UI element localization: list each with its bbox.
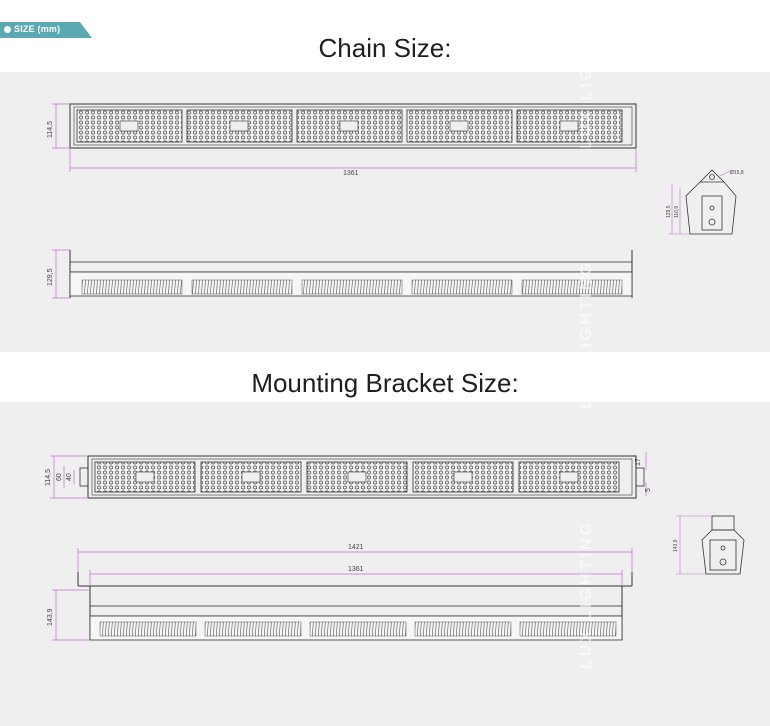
chain-size-title: Chain Size: xyxy=(318,33,452,63)
bracket-end-dimensions xyxy=(676,515,712,575)
bracket-module-5 xyxy=(518,461,620,493)
bracket-top-view xyxy=(79,455,645,499)
bracket-inner-length-label: 1361 xyxy=(348,566,364,573)
chain-module-2 xyxy=(186,109,293,143)
bracket-side-dimensions xyxy=(52,548,633,641)
chain-length-label: 1361 xyxy=(343,170,359,177)
bracket-size-title: Mounting Bracket Size: xyxy=(251,368,519,398)
chain-module-5 xyxy=(516,109,623,143)
bracket-inner-40-label: 40 xyxy=(66,473,73,481)
bracket-module-2 xyxy=(200,461,302,493)
chain-end-view xyxy=(685,169,737,235)
chain-top-height-label: 114,5 xyxy=(47,121,54,138)
chain-side-view xyxy=(69,250,633,298)
bracket-end-height-label: 143,9 xyxy=(673,539,679,552)
chain-top-view xyxy=(69,103,637,149)
chain-top-dimensions xyxy=(52,103,637,172)
chain-module-1 xyxy=(76,109,183,143)
chain-side-height-label: 129,5 xyxy=(47,268,54,286)
chain-end-height-2: 116,9 xyxy=(674,206,680,218)
bracket-module-3 xyxy=(306,461,408,493)
bracket-side-view xyxy=(77,572,633,641)
chain-end-height-1: 129,5 xyxy=(666,205,672,218)
size-badge: SIZE (mm) xyxy=(0,22,92,38)
bracket-total-length-label: 1421 xyxy=(348,544,364,551)
bracket-side-height-label: 143,9 xyxy=(47,608,54,626)
bracket-side-5-label: 5 xyxy=(645,488,652,492)
bracket-end-view xyxy=(701,515,745,575)
chain-module-4 xyxy=(406,109,513,143)
bracket-module-1 xyxy=(94,461,196,493)
badge-shape xyxy=(0,22,92,38)
chain-module-3 xyxy=(296,109,403,143)
bracket-side-17-label: 17 xyxy=(635,458,642,466)
chain-end-dimensions xyxy=(668,169,733,235)
bracket-top-height-label: 114,5 xyxy=(45,469,52,486)
badge-label: SIZE (mm) xyxy=(14,24,61,34)
chain-side-dimensions xyxy=(52,249,70,299)
bracket-top-dimensions xyxy=(50,452,647,499)
badge-arrow-icon xyxy=(4,26,11,33)
chain-end-hole-label: Ø15,8 xyxy=(730,170,744,176)
bracket-inner-60-label: 60 xyxy=(56,473,63,481)
bracket-module-4 xyxy=(412,461,514,493)
